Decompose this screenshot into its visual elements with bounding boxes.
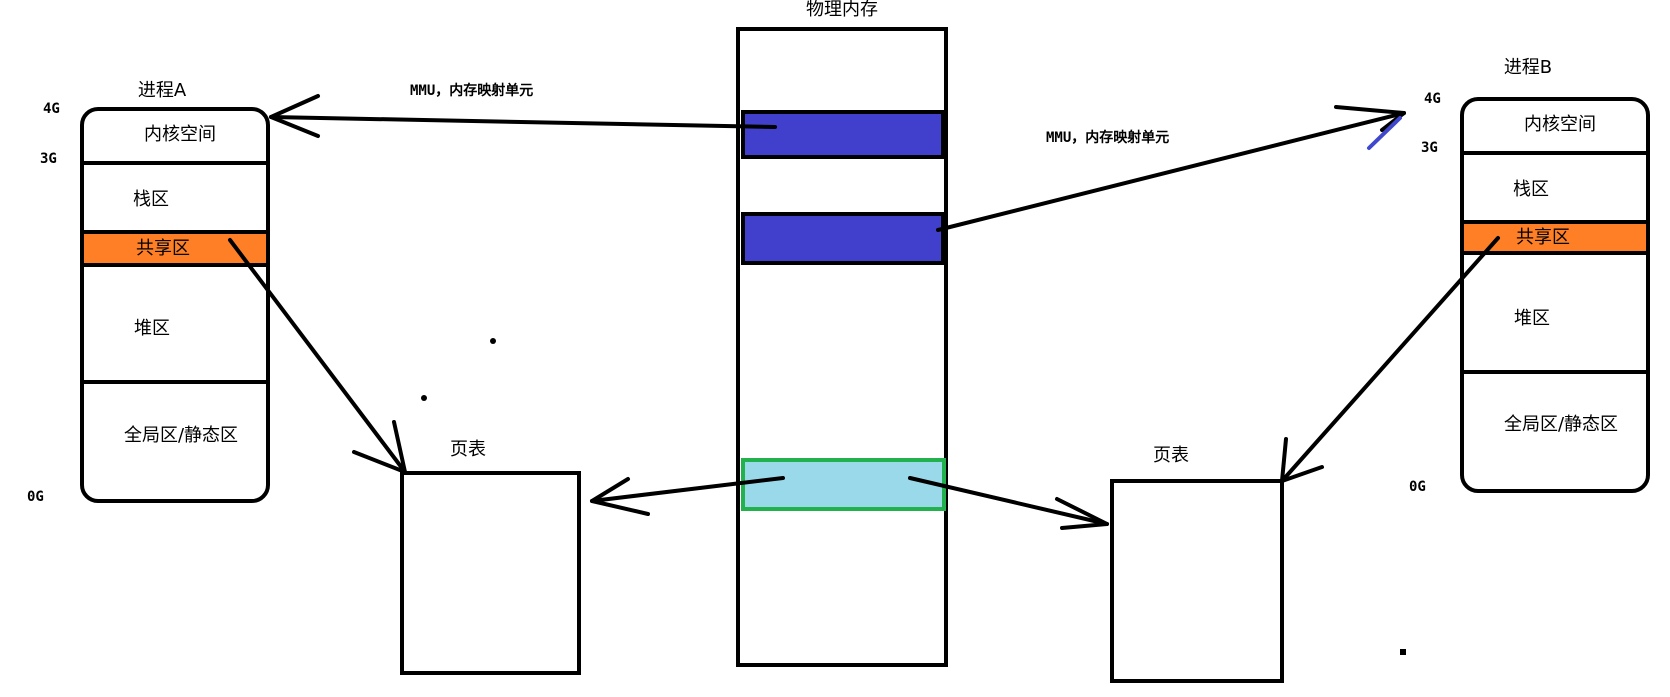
arrow-physical-to-process-a-kernel: [269, 94, 777, 138]
process-b-stack-label: 栈区: [1513, 179, 1549, 200]
stray-dot: [421, 395, 427, 401]
page-table-right-title: 页表: [1153, 445, 1189, 466]
process-b-kernel-label: 内核空间: [1524, 114, 1596, 135]
process-a-heap-label: 堆区: [134, 318, 170, 339]
mapped-block-process-a: [741, 110, 945, 159]
page-table-left-title: 页表: [450, 439, 486, 460]
stray-stroke: [1367, 116, 1402, 150]
page-table-left: 页表: [400, 439, 581, 675]
process-b: 进程B 4G 3G 0G 内核空间 栈区 共享区 堆区 全局区/静态区: [1409, 57, 1650, 495]
arrow-process-a-shared-to-page-table: [228, 238, 407, 474]
process-a-tick-0g: 0G: [27, 489, 44, 505]
physical-memory: 物理内存: [736, 0, 948, 667]
process-a-kernel-label: 内核空间: [144, 124, 216, 145]
arrow-shared-page-to-right-page-table: [908, 476, 1109, 530]
arrow-shared-page-to-left-page-table: [590, 476, 785, 516]
mmu-label-left: MMU，内存映射单元: [410, 82, 533, 99]
physical-memory-title: 物理内存: [806, 0, 878, 20]
process-a-tick-4g: 4G: [43, 101, 60, 117]
process-a-address-space: [80, 107, 270, 503]
process-a-title: 进程A: [138, 80, 187, 101]
process-a-stack-label: 栈区: [133, 189, 169, 210]
process-a-global-label: 全局区/静态区: [124, 425, 238, 446]
process-b-global-label: 全局区/静态区: [1504, 414, 1618, 435]
process-b-tick-0g: 0G: [1409, 479, 1426, 495]
process-b-tick-4g: 4G: [1424, 91, 1441, 107]
process-b-tick-3g: 3G: [1421, 140, 1438, 156]
stray-dot: [490, 338, 496, 344]
shared-physical-page: [741, 458, 946, 511]
arrow-process-b-shared-to-page-table: [1280, 236, 1500, 483]
process-b-shared-region: [1460, 220, 1650, 255]
page-table-right: 页表: [1110, 445, 1284, 683]
stray-dot: [1400, 649, 1406, 655]
process-a-tick-3g: 3G: [40, 151, 57, 167]
page-table-right-box: [1110, 479, 1284, 683]
mapped-block-process-b: [741, 212, 945, 265]
page-table-left-box: [400, 471, 581, 675]
process-b-shared-label: 共享区: [1516, 227, 1570, 248]
process-b-heap-label: 堆区: [1514, 308, 1550, 329]
process-a: 进程A 4G 3G 0G 内核空间 栈区 共享区 堆区 全局区/静态区: [27, 80, 270, 505]
process-a-shared-label: 共享区: [136, 238, 190, 259]
process-b-title: 进程B: [1504, 57, 1552, 78]
arrow-physical-to-process-b-kernel: [936, 105, 1406, 232]
mmu-label-right: MMU，内存映射单元: [1046, 129, 1169, 146]
process-b-address-space: [1460, 97, 1650, 493]
